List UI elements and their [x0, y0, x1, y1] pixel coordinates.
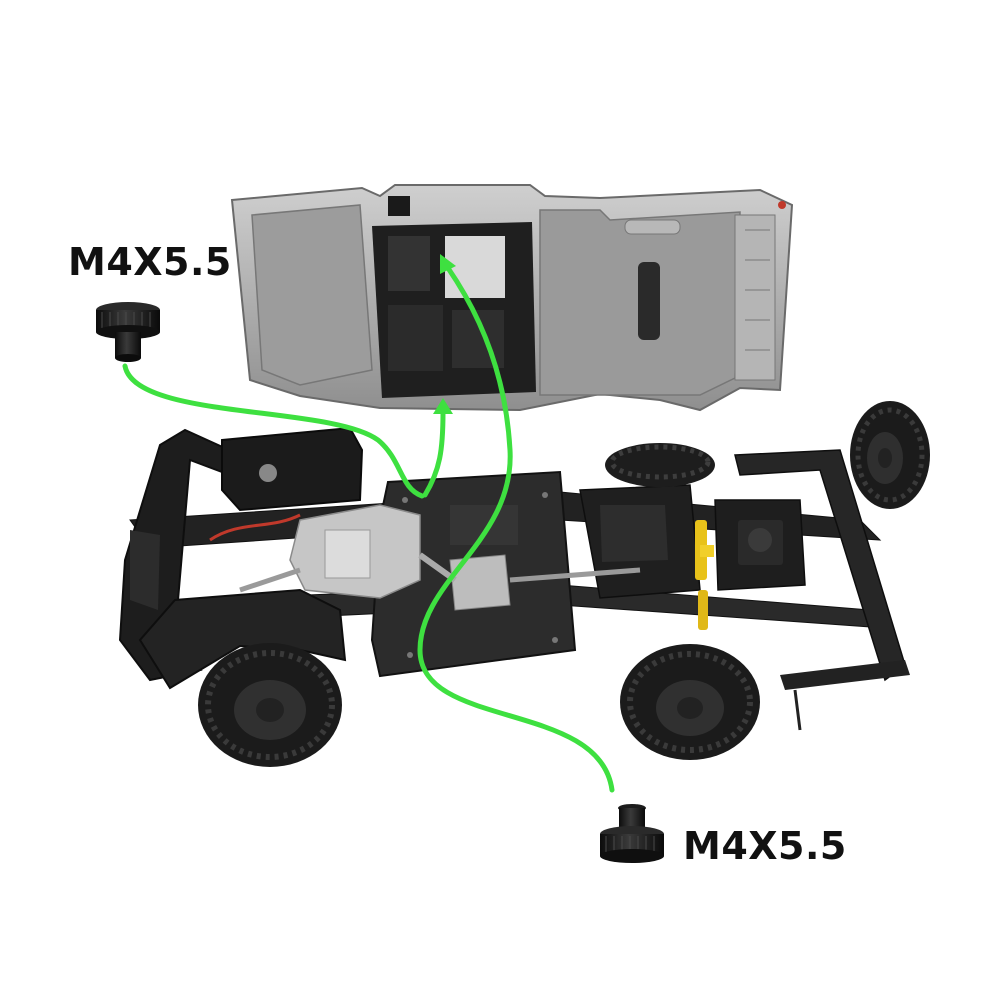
wheel-front-left: [198, 643, 342, 767]
arrow-top-screw-to-chassis: [122, 363, 425, 499]
arrow-bottom-screw-to-body-front: [417, 254, 615, 793]
screw-size-label-top: M4X5.5: [68, 240, 232, 284]
spare-wheel: [850, 401, 930, 509]
screw-icon: [96, 302, 160, 362]
arrow-head-icon: [433, 398, 453, 414]
screw-size-label-bottom: M4X5.5: [683, 824, 847, 868]
arrow-head-icon: [440, 254, 456, 274]
wheel-rear-left: [620, 644, 760, 760]
arrow-chassis-to-body-rear: [422, 398, 453, 498]
transmission: [209, 504, 641, 611]
wheel-rear-right: [605, 443, 715, 487]
cabin-interior: [372, 196, 536, 398]
screw-icon: [600, 804, 664, 863]
